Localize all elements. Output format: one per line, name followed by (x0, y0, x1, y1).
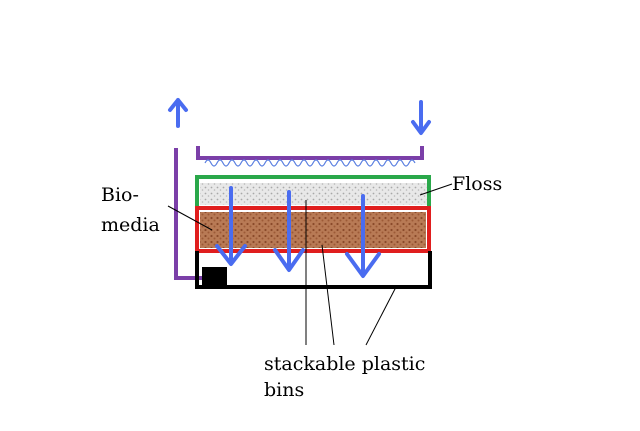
leader-lines (167, 183, 453, 346)
bins-leader (321, 244, 335, 346)
down-arrow-icon (411, 100, 431, 135)
down-arrow-icon (345, 194, 381, 278)
floss-squiggle (204, 159, 416, 167)
pump-intake (202, 267, 227, 287)
spray-bar (196, 146, 424, 160)
up-arrow-icon (168, 98, 188, 128)
biomedia-leader (167, 205, 213, 231)
bio-media (200, 212, 426, 248)
floss-media (200, 183, 428, 205)
flow-arrows (168, 98, 431, 278)
down-arrow-icon (273, 190, 305, 272)
biomedia-bin (195, 206, 431, 253)
bins-label-line1: stackable plastic (264, 353, 425, 375)
floss-label: Floss (452, 173, 502, 195)
down-arrow-icon (215, 186, 247, 266)
bottom-bin (195, 251, 432, 289)
floss-leader (419, 183, 453, 196)
biomedia-label-line2: media (101, 214, 160, 236)
biomedia-label-line1: Bio- (101, 184, 139, 206)
bins-label-line2: bins (264, 379, 304, 401)
bins-leader (365, 286, 397, 346)
